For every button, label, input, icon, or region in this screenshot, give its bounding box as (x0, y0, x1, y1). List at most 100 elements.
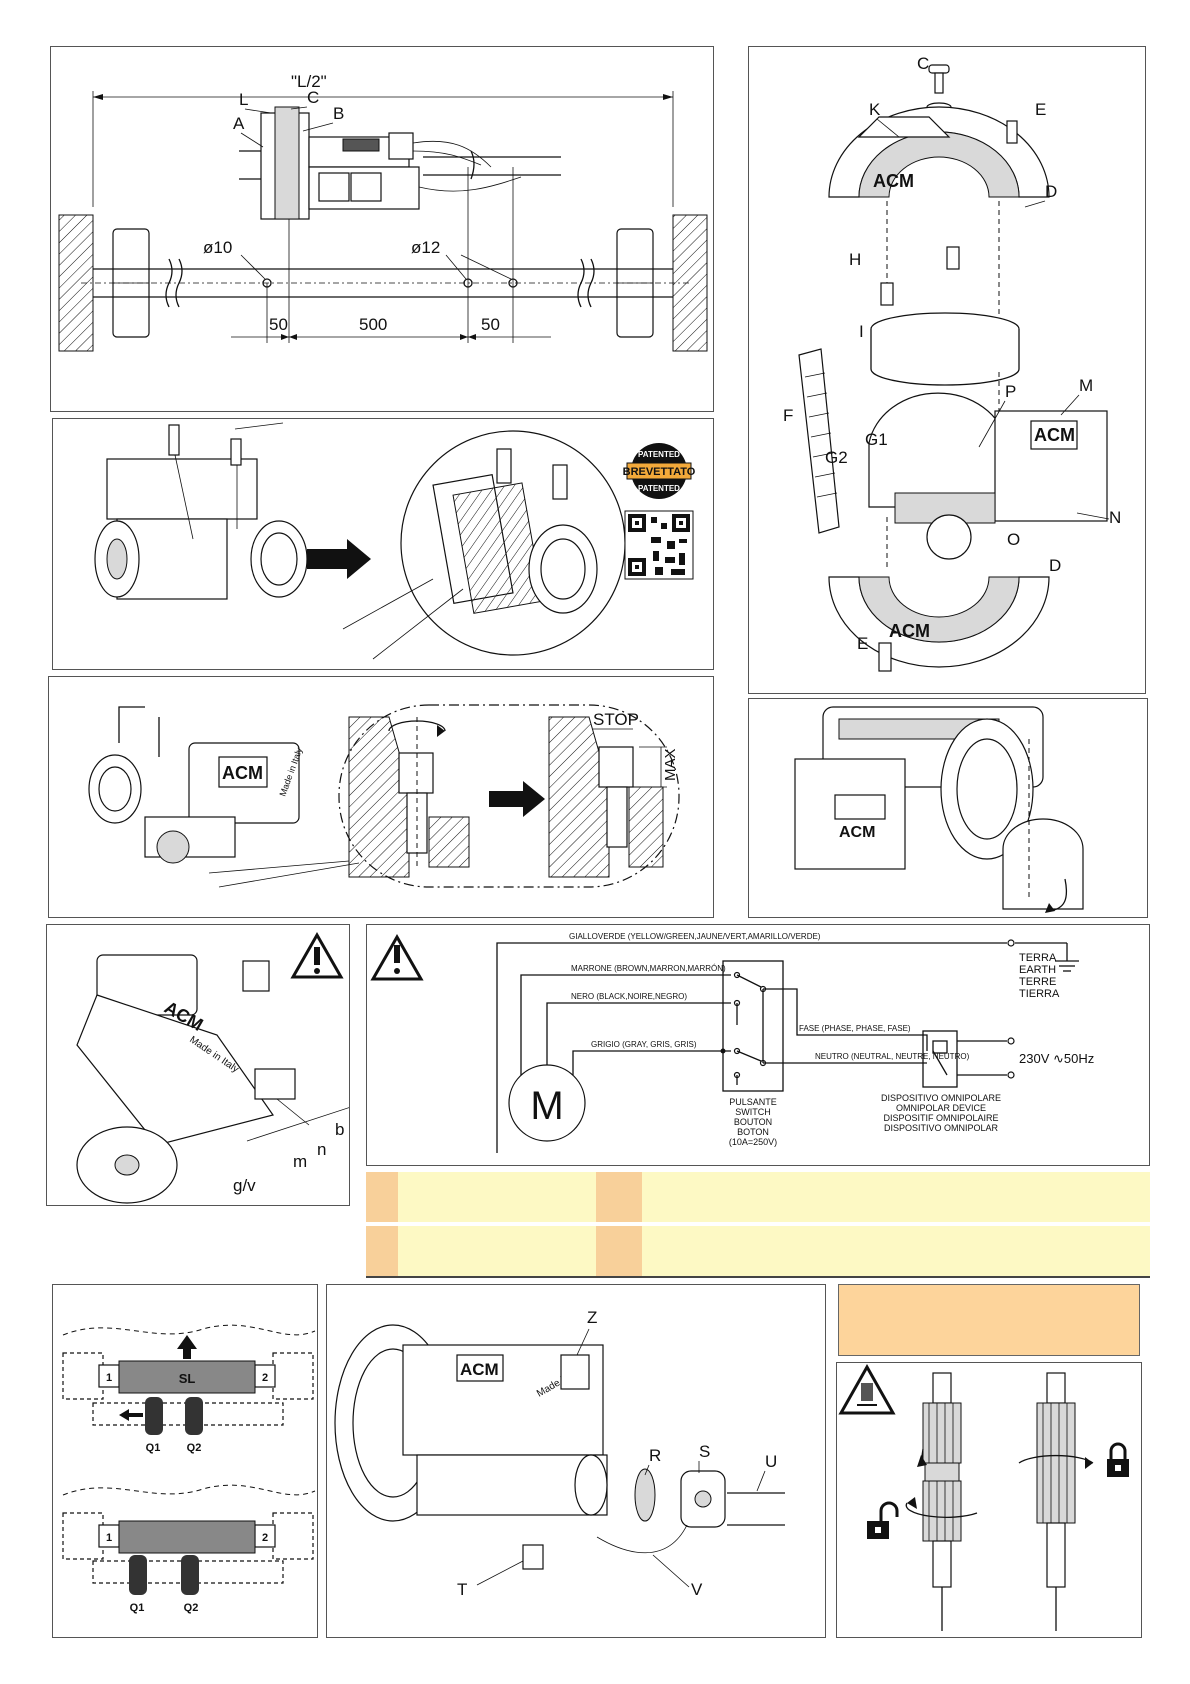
wire-label-phase: FASE (PHASE, PHASE, FASE) (799, 1024, 911, 1033)
device-label-3: DISPOSITIVO OMNIPOLAR (884, 1123, 999, 1133)
hole-diameter-12: ø12 (411, 238, 440, 257)
switch-label-0: PULSANTE (729, 1097, 777, 1107)
exploded-brand-top: ACM (873, 171, 914, 191)
hand-crush-warning-icon (838, 1363, 896, 1415)
dimension-50-left: 50 (269, 315, 288, 334)
exploded-label-f: F (783, 406, 793, 425)
exploded-view-panel: C ACM K E D H I F ACM P (748, 46, 1146, 694)
earth-label-3: TIERRA (1019, 988, 1060, 1000)
exploded-label-o: O (1007, 530, 1020, 549)
mounting-view-panel: ACM (748, 698, 1148, 918)
patent-band: BREVETTATO (623, 466, 696, 478)
wire-label-neutral: NEUTRO (NEUTRAL, NEUTRE, NEUTRO) (815, 1052, 970, 1061)
release-panel: SL 1 2 Q1 Q2 1 2 Q1 Q2 (52, 1284, 318, 1638)
switch-label-4: (10A=250V) (729, 1137, 777, 1147)
dimension-500: 500 (359, 315, 387, 334)
orange-notice-box (838, 1284, 1140, 1356)
exploded-view-diagram: C ACM K E D H I F ACM P (783, 54, 1121, 672)
switch-label-2: BOUTON (734, 1117, 772, 1127)
table-cell-2 (642, 1172, 1150, 1222)
table-cell-3 (398, 1226, 596, 1276)
release-q2-bottom: Q2 (184, 1602, 199, 1614)
patent-top: PATENTED (638, 450, 680, 459)
exploded-label-e-bottom: E (857, 634, 868, 653)
exploded-label-m: M (1079, 376, 1093, 395)
clamp-detail-diagram: BREVETTATO PATENTED PATENTED (94, 422, 696, 660)
terminal-label-gv: g/v (233, 1176, 256, 1195)
table-num-1 (366, 1172, 398, 1222)
release-q1-top: Q1 (146, 1442, 161, 1454)
label-l: L (239, 90, 248, 109)
device-label-1: OMNIPOLAR DEVICE (896, 1103, 986, 1113)
clamp-detail-panel: BREVETTATO PATENTED PATENTED (52, 418, 714, 670)
exploded-brand-mid: ACM (1034, 425, 1075, 445)
exploded-label-k: K (869, 100, 881, 119)
exploded-label-g2: G2 (825, 448, 848, 467)
wire-label-brown: MARRONE (BROWN,MARRON,MARRÓN) (571, 964, 726, 973)
earth-label-2: TERRE (1019, 976, 1056, 988)
release-n1-top: 1 (106, 1372, 112, 1384)
limit-adjust-diagram: ACM Made in Italy STOP MAX (88, 704, 680, 888)
hole-diameter-10: ø10 (203, 238, 232, 257)
device-label-0: DISPOSITIVO OMNIPOLARE (881, 1093, 1001, 1103)
installation-diagram-panel: "L/2" ø10 ø12 50 50 (50, 46, 714, 412)
wiring-diagram: GIALLOVERDE (YELLOW/GREEN,JAUNE/VERT,AMA… (370, 932, 1094, 1153)
exploded-brand-bottom: ACM (889, 621, 930, 641)
locked-icon (1107, 1442, 1129, 1477)
wire-label-earth: GIALLOVERDE (YELLOW/GREEN,JAUNE/VERT,AMA… (569, 932, 821, 941)
earth-label-1: EARTH (1019, 964, 1056, 976)
qr-code-icon (624, 510, 694, 580)
installation-diagram: "L/2" ø10 ø12 50 50 (58, 72, 708, 352)
lock-panel (836, 1362, 1142, 1638)
limit-brand: ACM (222, 763, 263, 783)
terminal-label-m: m (293, 1152, 307, 1171)
wiring-panel: GIALLOVERDE (YELLOW/GREEN,JAUNE/VERT,AMA… (366, 924, 1150, 1166)
wire-label-black: NERO (BLACK,NOIRE,NEGRO) (571, 992, 687, 1001)
mounting-view-diagram: ACM (794, 706, 1084, 913)
release-n1-bottom: 1 (106, 1532, 112, 1544)
limit-max-label: MAX (662, 748, 679, 781)
mounting-brand: ACM (839, 824, 875, 841)
terminal-panel: ACM Made in Italy g/v m n b (46, 924, 350, 1206)
exploded-label-p: P (1005, 382, 1016, 401)
assembly-label-u: U (765, 1452, 777, 1471)
exploded-label-d-bottom: D (1049, 556, 1061, 575)
release-q1-bottom: Q1 (130, 1602, 145, 1614)
table-num-2 (596, 1172, 642, 1222)
assembly-diagram: ACM Made in Italy Z R S U T V (334, 1308, 785, 1599)
release-n2-bottom: 2 (262, 1532, 268, 1544)
terminal-diagram: ACM Made in Italy g/v m n b (76, 931, 349, 1204)
assembly-label-s: S (699, 1442, 710, 1461)
assembly-panel: ACM Made in Italy Z R S U T V (326, 1284, 826, 1638)
device-label-2: DISPOSITIF OMNIPOLAIRE (883, 1113, 998, 1123)
switch-label-1: SWITCH (735, 1107, 771, 1117)
assembly-brand: ACM (460, 1360, 499, 1379)
unlocked-icon (867, 1501, 899, 1539)
exploded-label-d-top: D (1045, 182, 1057, 201)
exploded-label-e-top: E (1035, 100, 1046, 119)
label-c: C (307, 88, 319, 107)
limit-adjust-panel: ACM Made in Italy STOP MAX (48, 676, 714, 918)
patent-bottom: PATENTED (638, 484, 680, 493)
warning-icon (290, 931, 344, 979)
assembly-label-t: T (457, 1580, 467, 1599)
terminal-label-n: n (317, 1140, 326, 1159)
dimension-label-l2: "L/2" (291, 72, 327, 91)
label-a: A (233, 114, 245, 133)
table-cell-1 (398, 1172, 596, 1222)
assembly-label-r: R (649, 1446, 661, 1465)
exploded-label-i: I (859, 322, 864, 341)
dimension-50-right: 50 (481, 315, 500, 334)
table-num-4 (596, 1226, 642, 1276)
assembly-label-z: Z (587, 1308, 597, 1327)
exploded-label-c: C (917, 54, 929, 73)
release-diagram: SL 1 2 Q1 Q2 1 2 Q1 Q2 (62, 1324, 316, 1614)
release-sl-label: SL (179, 1371, 196, 1386)
release-q2-top: Q2 (187, 1442, 202, 1454)
motor-symbol: M (530, 1084, 563, 1128)
label-b: B (333, 104, 344, 123)
exploded-label-g1: G1 (865, 430, 888, 449)
table-cell-4 (642, 1226, 1150, 1276)
instruction-table (366, 1172, 1150, 1278)
table-num-3 (366, 1226, 398, 1276)
